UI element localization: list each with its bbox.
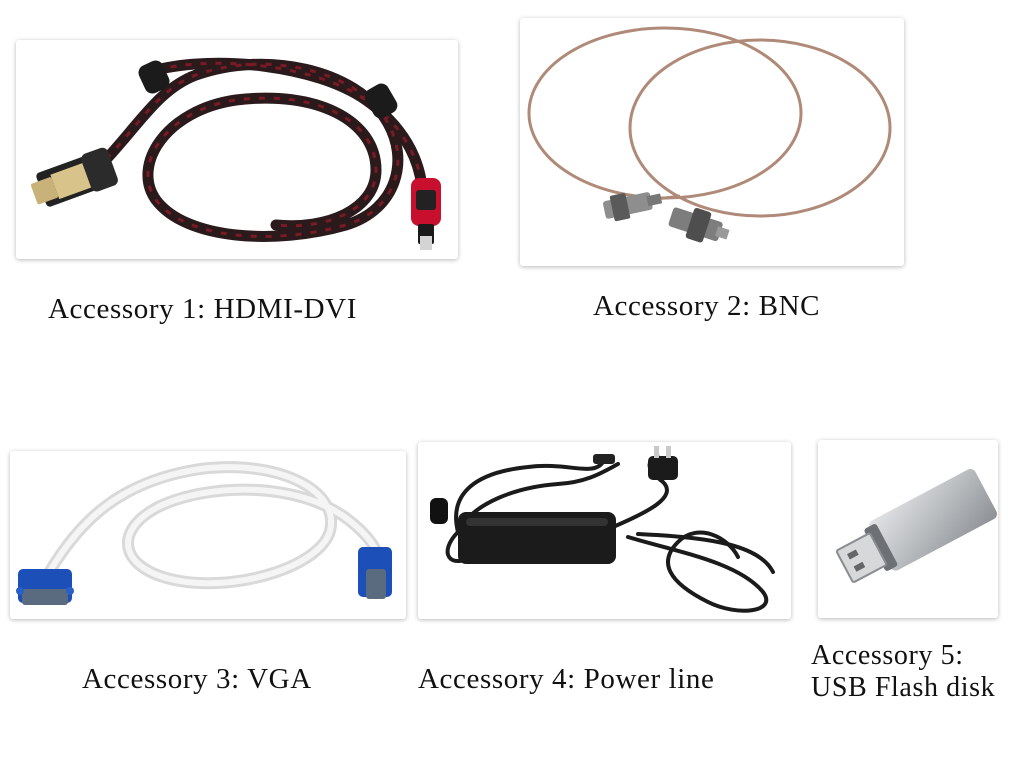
vga-cable-photo-icon bbox=[16, 461, 392, 605]
accessory-5-caption-line2: USB Flash disk bbox=[811, 672, 996, 703]
accessory-5-caption: Accessory 5: USB Flash disk bbox=[811, 640, 1016, 704]
accessory-2-card bbox=[520, 18, 904, 266]
accessory-1-card bbox=[16, 40, 458, 259]
accessory-3-card bbox=[10, 451, 406, 619]
bnc-cable-photo-icon bbox=[527, 26, 892, 243]
accessory-4-card bbox=[418, 442, 791, 619]
accessory-4-caption: Accessory 4: Power line bbox=[418, 663, 715, 695]
accessory-5-card bbox=[818, 440, 998, 618]
hdmi-dvi-cable-photo-icon bbox=[30, 57, 441, 250]
accessory-3-caption: Accessory 3: VGA bbox=[82, 663, 312, 695]
power-adapter-photo-icon bbox=[430, 446, 775, 613]
accessory-2-caption: Accessory 2: BNC bbox=[593, 290, 821, 322]
accessory-5-caption-line1: Accessory 5: bbox=[811, 640, 964, 671]
accessory-1-caption: Accessory 1: HDMI-DVI bbox=[48, 293, 357, 325]
usb-flash-disk-photo-icon bbox=[835, 469, 997, 583]
